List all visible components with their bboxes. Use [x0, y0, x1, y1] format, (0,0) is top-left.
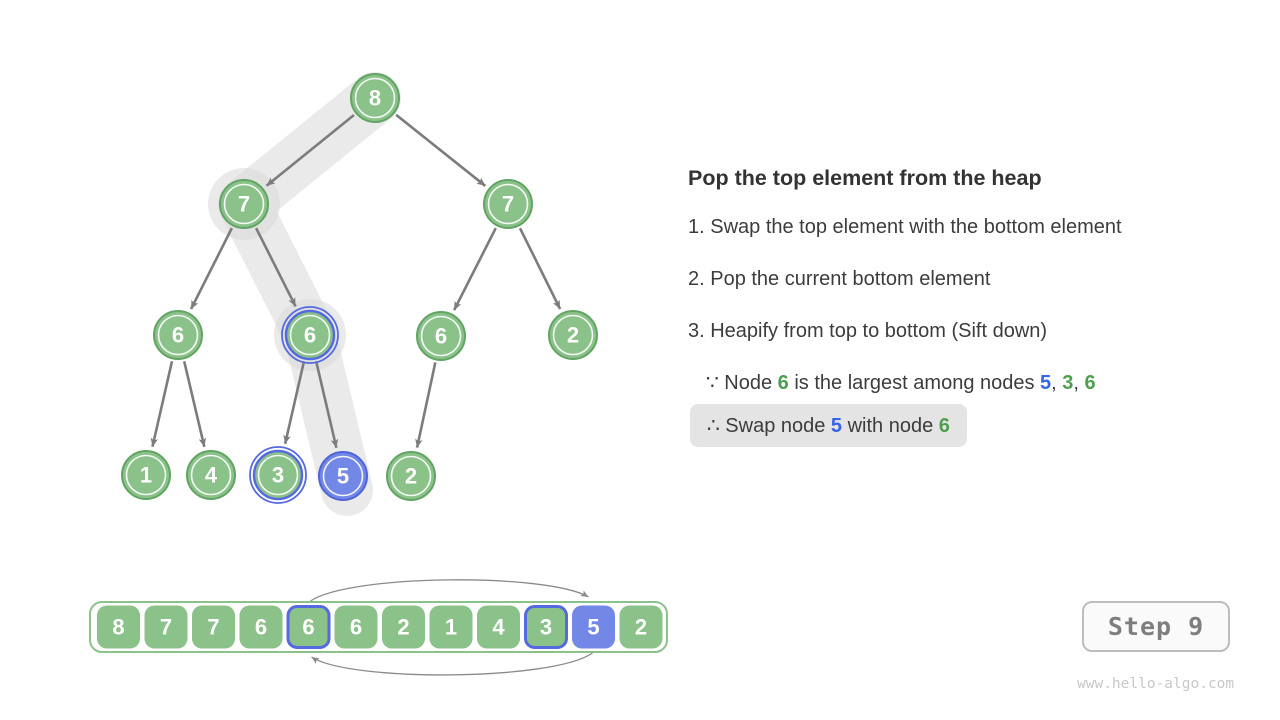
array-cell-value: 3 — [540, 615, 552, 640]
tree-edge-arrow — [395, 113, 487, 187]
tree-node: 1 — [121, 450, 171, 500]
array-cell-value: 1 — [445, 615, 457, 640]
tree-node-value: 7 — [238, 192, 250, 217]
sift-down-highlight-band — [218, 72, 401, 516]
node-ref-green: 6 — [938, 415, 950, 437]
explanation-panel: Pop the top element from the heap 1. Swa… — [688, 0, 1263, 560]
array-cell: 2 — [619, 605, 663, 649]
array-cell: 5 — [572, 605, 615, 649]
tree-edge-arrow — [189, 227, 234, 310]
step-badge: Step 9 — [1082, 601, 1230, 652]
array-cells: 8 7 7 6 6 6 2 1 4 3 5 2 — [97, 605, 663, 649]
node-ref-blue: 5 — [1040, 372, 1052, 394]
array-cell: 6 — [334, 605, 378, 649]
tree-node: 6 — [153, 310, 203, 360]
heap-tree-diagram: 8 7 7 6 6 6 2 1 4 3 5 2 — [121, 72, 598, 516]
tree-node: 6 — [281, 306, 339, 364]
array-cell-value: 7 — [160, 615, 172, 640]
array-cell: 1 — [429, 605, 473, 649]
array-cell: 6 — [286, 605, 331, 649]
tree-edge-arrow — [314, 360, 339, 449]
node-ref-blue: 5 — [830, 415, 843, 437]
tree-node-value: 8 — [369, 86, 381, 111]
text-segment: is the largest among nodes — [788, 372, 1041, 394]
step-badge-label: Step 9 — [1107, 612, 1205, 641]
tree-edge-arrow — [150, 361, 174, 448]
tree-node-value: 5 — [337, 464, 349, 489]
array-cell-value: 2 — [397, 615, 409, 640]
array-cell: 8 — [97, 605, 140, 649]
array-cell-value: 5 — [587, 615, 599, 640]
swap-arc-bottom — [311, 652, 593, 676]
panel-title: Pop the top element from the heap — [688, 166, 1042, 190]
tree-node-value: 1 — [140, 463, 152, 488]
step-item-1: 1. Swap the top element with the bottom … — [688, 216, 1122, 238]
tree-edge-arrow — [415, 362, 437, 448]
node-ref-green: 6 — [777, 372, 789, 394]
tree-node: 3 — [249, 446, 307, 504]
array-cell-value: 7 — [207, 615, 219, 640]
text-segment: ∵ Node — [706, 372, 778, 394]
sift-down-path — [218, 72, 401, 516]
tree-node: 2 — [548, 310, 598, 360]
swap-arrows — [310, 579, 593, 676]
tree-edge-arrow — [283, 361, 306, 445]
text-segment: ∴ Swap node — [707, 415, 831, 437]
tree-node: 7 — [219, 179, 269, 229]
tree-edge-arrow — [182, 360, 207, 448]
node-ref-green: 6 — [1084, 372, 1096, 394]
tree-nodes: 8 7 7 6 6 6 2 1 4 3 5 2 — [121, 73, 598, 504]
array-cell: 7 — [144, 605, 188, 649]
tree-node-value: 3 — [272, 463, 284, 488]
text-segment: , — [1051, 372, 1063, 394]
array-cell-value: 4 — [492, 615, 505, 640]
tree-node-value: 6 — [304, 323, 316, 348]
tree-edge-arrow — [452, 227, 497, 311]
tree-node: 8 — [350, 73, 400, 123]
tree-edge-arrow — [265, 113, 355, 187]
tree-edge-arrow — [254, 227, 297, 308]
heap-array-diagram: 8 7 7 6 6 6 2 1 4 3 5 2 — [89, 579, 668, 676]
array-cell: 7 — [192, 605, 235, 649]
tree-node: 4 — [186, 450, 236, 500]
tree-edges — [150, 113, 562, 449]
watermark-url: www.hello-algo.com — [1077, 676, 1235, 692]
array-cell: 6 — [239, 605, 283, 649]
array-cell-value: 2 — [635, 615, 647, 640]
step-item-2: 2. Pop the current bottom element — [688, 268, 991, 290]
tree-node-value: 7 — [502, 192, 514, 217]
because-note: ∵ Node 6 is the largest among nodes 5, 3… — [706, 370, 1096, 395]
array-cell-value: 6 — [350, 615, 362, 640]
text-segment: with node — [842, 415, 939, 437]
array-cell: 4 — [477, 605, 520, 649]
swap-arc-top — [310, 579, 589, 602]
step-item-3: 3. Heapify from top to bottom (Sift down… — [688, 320, 1048, 342]
tree-node-value: 2 — [405, 464, 417, 489]
tree-node-value: 6 — [172, 323, 184, 348]
array-cell: 2 — [382, 605, 425, 649]
tree-edge-arrow — [518, 227, 562, 310]
tree-node: 6 — [416, 311, 466, 361]
tree-node: 5 — [318, 451, 368, 501]
node-ref-green: 3 — [1062, 372, 1074, 394]
array-cell: 3 — [524, 605, 568, 649]
array-cell-value: 6 — [255, 615, 267, 640]
therefore-note-pill: ∴ Swap node 5 with node 6 — [690, 404, 967, 447]
tree-node: 2 — [386, 451, 436, 501]
tree-node-value: 4 — [205, 463, 218, 488]
tree-node: 7 — [483, 179, 533, 229]
text-segment: , — [1073, 372, 1085, 394]
tree-node-value: 6 — [435, 324, 447, 349]
tree-node-value: 2 — [567, 323, 579, 348]
array-cell-value: 6 — [302, 615, 314, 640]
array-cell-value: 8 — [112, 615, 124, 640]
